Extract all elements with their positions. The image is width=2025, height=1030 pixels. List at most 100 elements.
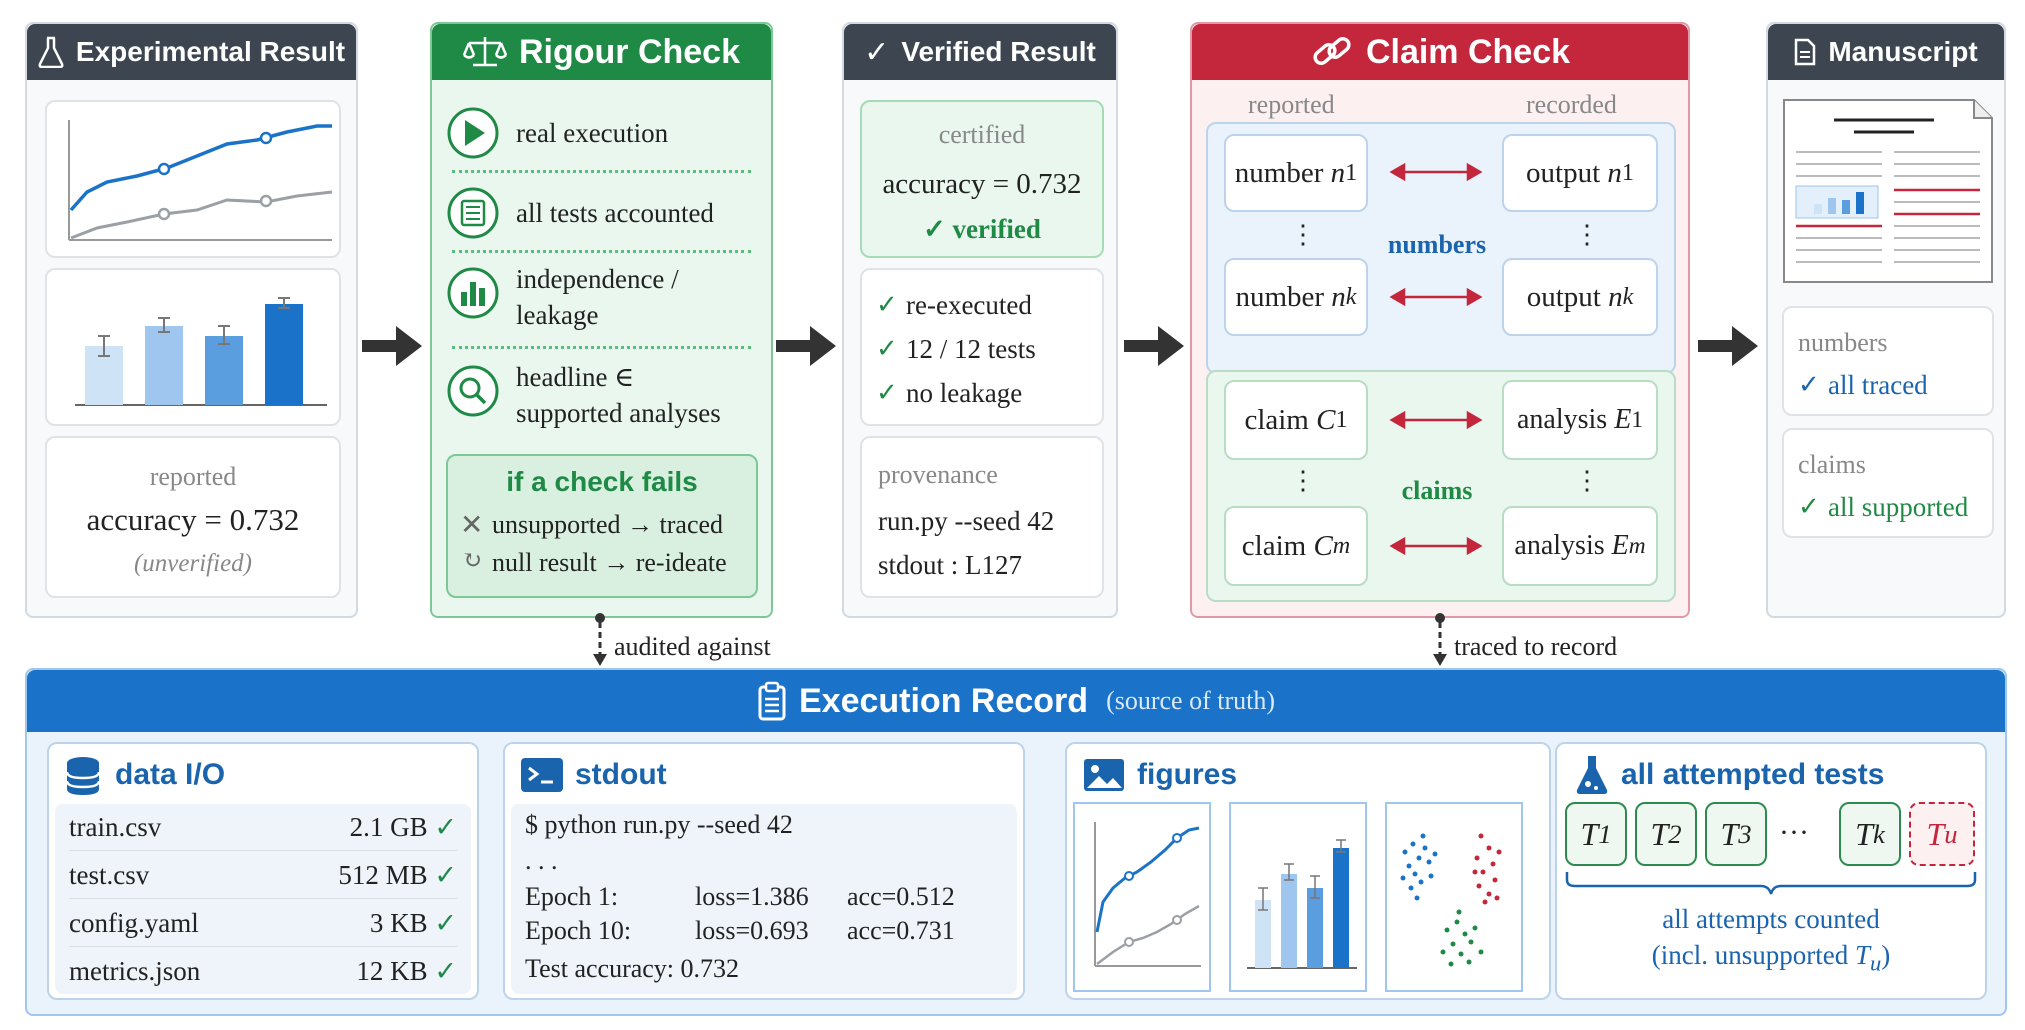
figure-scatter-plot <box>1385 802 1523 992</box>
file-list: train.csv 2.1 GB ✓ test.csv 512 MB ✓ con… <box>55 804 471 994</box>
verified-result-title: Verified Result <box>901 36 1096 67</box>
fail-title: if a check fails <box>506 466 698 497</box>
document-icon <box>1795 38 1816 66</box>
cross-icon: ✕ <box>460 510 484 541</box>
claim-check-title: Claim Check <box>1365 32 1571 71</box>
check-icon: ✓ <box>434 955 457 986</box>
stdout-card: stdout $ python run.py --seed 42 . . . E… <box>503 742 1025 1000</box>
certified-accuracy: accuracy = 0.732 <box>882 168 1082 200</box>
file-row: metrics.json 12 KB ✓ <box>69 948 457 994</box>
rigour-check-header: Rigour Check <box>432 24 771 80</box>
certified-card: certified accuracy = 0.732 ✓ verified <box>860 100 1104 258</box>
divider <box>452 250 751 253</box>
stdout-epoch-10: Epoch 10: <box>525 916 632 945</box>
numbers-status-card: numbers ✓ all traced <box>1782 306 1994 416</box>
fail-unsupported: unsupported → traced <box>492 510 724 539</box>
stdout-loss-1: loss=1.386 <box>695 882 809 911</box>
flow-arrow-2 <box>776 326 836 366</box>
rigour-item-leakage: leakage <box>516 300 599 330</box>
link-icon <box>1313 37 1351 65</box>
stdout-acc-1: acc=0.512 <box>847 882 955 911</box>
provenance-stdout: stdout : L127 <box>878 550 1023 580</box>
numbers-status-value: all traced <box>1828 370 1928 400</box>
link-arrow <box>1389 162 1483 182</box>
rigour-item-headline: headline ∈ <box>516 362 635 392</box>
manuscript-page-thumbnail <box>1783 99 1993 283</box>
unverified-label: (unverified) <box>133 550 252 577</box>
check-fail-box: if a check fails ✕ unsupported → traced … <box>446 454 758 598</box>
vertical-ellipsis: ⋮ <box>1290 220 1316 249</box>
bar-chart-icon <box>447 267 499 319</box>
data-io-title: data I/O <box>115 758 226 791</box>
file-row: train.csv 2.1 GB ✓ <box>69 804 457 851</box>
traced-to-record-label: traced to record <box>1454 632 1618 661</box>
stdout-acc-10: acc=0.731 <box>847 916 955 945</box>
certified-label: certified <box>938 120 1026 149</box>
stdout-loss-10: loss=0.693 <box>695 916 809 945</box>
rigour-item-independence: independence / <box>516 264 679 294</box>
rigour-item-real-execution: real execution <box>516 118 669 148</box>
execution-record-title: Execution Record <box>798 681 1089 720</box>
file-row: test.csv 512 MB ✓ <box>69 852 457 899</box>
rigour-item-tests: all tests accounted <box>516 198 714 228</box>
check-icon: ✓ <box>434 907 457 938</box>
recorded-column-label: recorded <box>1526 90 1617 119</box>
figures-card: figures <box>1065 742 1551 1000</box>
check-icon: ✓ <box>434 859 457 890</box>
provenance-card: provenance run.py --seed 42 stdout : L12… <box>860 436 1104 598</box>
link-arrow <box>1389 536 1483 556</box>
execution-record-header: Execution Record (source of truth) <box>27 670 2005 732</box>
stdout-epoch-1: Epoch 1: <box>525 882 619 911</box>
file-size: 3 KB <box>369 907 428 938</box>
check-leakage: no leakage <box>906 378 1023 408</box>
file-row: config.yaml 3 KB ✓ <box>69 900 457 947</box>
verified-result-header: ✓ Verified Result <box>844 24 1116 80</box>
data-io-card: data I/O train.csv 2.1 GB ✓ test.csv 512… <box>47 742 479 1000</box>
file-name: metrics.json <box>69 955 201 986</box>
check-icon: ✓ <box>876 290 898 319</box>
check-icon: ✓ <box>876 378 898 407</box>
check-tests: 12 / 12 tests <box>906 334 1036 364</box>
claims-label: claims <box>1401 476 1473 505</box>
check-icon: ✓ <box>876 334 898 363</box>
figure-line-chart <box>1073 802 1211 992</box>
reported-value-card: reported accuracy = 0.732 (unverified) <box>45 436 341 598</box>
bar-chart-thumbnail <box>75 297 327 406</box>
stdout-test-accuracy: Test accuracy: 0.732 <box>525 954 740 983</box>
figure-bar-chart <box>1229 802 1367 992</box>
vertical-ellipsis: ⋮ <box>1290 466 1316 495</box>
line-chart-thumbnail <box>68 120 333 241</box>
manuscript-panel: Manuscript numbers ✓ all traced claims ✓ <box>1766 22 2006 618</box>
reported-accuracy: accuracy = 0.732 <box>86 502 300 537</box>
vertical-ellipsis: ⋮ <box>1574 220 1600 249</box>
provenance-command: run.py --seed 42 <box>878 506 1055 536</box>
divider <box>452 346 751 349</box>
figures-title: figures <box>1137 758 1238 791</box>
stdout-ellipsis: . . . <box>525 846 558 875</box>
terminal-icon <box>521 758 563 792</box>
manuscript-title: Manuscript <box>1828 36 1978 67</box>
tests-caption-2: (incl. unsupported Tu) <box>1651 940 1891 976</box>
check-icon: ✓ <box>1798 370 1820 399</box>
audited-against-label: audited against <box>614 632 771 661</box>
flow-arrow-4 <box>1698 326 1758 366</box>
file-size: 512 MB <box>338 859 428 890</box>
vertical-ellipsis: ⋮ <box>1574 466 1600 495</box>
file-size: 2.1 GB <box>349 811 428 842</box>
image-icon <box>1084 759 1124 791</box>
rigour-item-supported: supported analyses <box>516 398 721 428</box>
rigour-check-title: Rigour Check <box>518 32 741 71</box>
execution-record-subtitle: (source of truth) <box>1106 686 1275 715</box>
brace <box>1565 872 1977 895</box>
check-icon: ✓ <box>864 35 890 69</box>
provenance-label: provenance <box>878 460 998 489</box>
numbers-status-label: numbers <box>1798 328 1888 357</box>
verified-result-panel: ✓ Verified Result certified accuracy = 0… <box>842 22 1118 618</box>
